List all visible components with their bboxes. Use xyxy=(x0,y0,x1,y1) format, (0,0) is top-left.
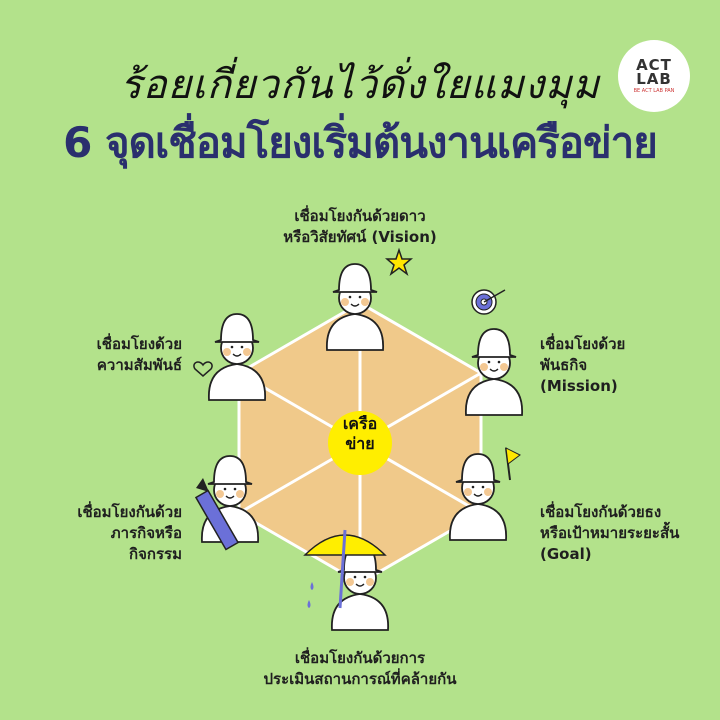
label-line: เชื่อมโยงด้วย xyxy=(540,335,626,353)
label-line: เชื่อมโยงกันด้วย xyxy=(77,503,182,521)
label-line: เชื่อมโยงกันด้วยธง xyxy=(540,503,662,521)
label-line: เชื่อมโยงกันด้วยดาว xyxy=(294,207,426,225)
logo-text: LAB xyxy=(636,70,672,88)
label-line: ภารกิจหรือ xyxy=(110,524,182,542)
label-situation: เชื่อมโยงกันด้วยการ ประเมินสถานการณ์ที่ค… xyxy=(210,648,510,690)
label-goal: เชื่อมโยงกันด้วยธง หรือเป้าหมายระยะสั้น … xyxy=(540,502,720,565)
label-mission: เชื่อมโยงด้วย พันธกิจ (Mission) xyxy=(540,334,710,397)
label-line: ความสัมพันธ์ xyxy=(96,356,182,374)
label-line: ประเมินสถานการณ์ที่คล้ายกัน xyxy=(263,670,457,688)
character-figure xyxy=(449,453,507,541)
label-activity: เชื่อมโยงกันด้วย ภารกิจหรือ กิจกรรม xyxy=(20,502,182,565)
act-lab-logo: ACT LAB BE ACT LAB PAN xyxy=(618,40,690,112)
label-vision: เชื่อมโยงกันด้วยดาว หรือวิสัยทัศน์ (Visi… xyxy=(240,206,480,248)
label-line: (Goal) xyxy=(540,545,592,563)
label-line: หรือวิสัยทัศน์ (Vision) xyxy=(283,228,437,246)
label-line: พันธกิจ xyxy=(540,356,588,374)
label-line: หรือเป้าหมายระยะสั้น xyxy=(540,524,680,542)
logo-text: ACT xyxy=(636,56,672,74)
logo-tagline: BE ACT LAB PAN xyxy=(633,88,675,94)
target-icon xyxy=(471,289,506,315)
pencil-icon xyxy=(194,478,240,551)
label-line: เชื่อมโยงด้วย xyxy=(96,335,182,353)
label-relationship: เชื่อมโยงด้วย ความสัมพันธ์ xyxy=(20,334,182,376)
flag-icon xyxy=(505,447,521,481)
character-figure xyxy=(465,328,523,416)
character-figure xyxy=(208,313,266,401)
title-line-2: 6 จุดเชื่อมโยงเริ่มต้นงานเครือข่าย xyxy=(63,118,658,167)
label-line: กิจกรรม xyxy=(129,545,182,563)
center-label-line: เครือ xyxy=(342,414,378,433)
umbrella-icon xyxy=(303,529,387,609)
title-line-1: ร้อยเกี่ยวกันไว้ดั่งใยแมงมุม xyxy=(120,62,600,108)
heart-icon xyxy=(193,361,213,377)
character-figure xyxy=(326,263,384,351)
center-label: เครือ ข่าย xyxy=(328,414,392,454)
star-icon xyxy=(384,247,414,277)
center-label-line: ข่าย xyxy=(345,434,375,453)
center-circle xyxy=(328,411,392,475)
label-line: เชื่อมโยงกันด้วยการ xyxy=(294,649,426,667)
label-line: (Mission) xyxy=(540,377,618,395)
